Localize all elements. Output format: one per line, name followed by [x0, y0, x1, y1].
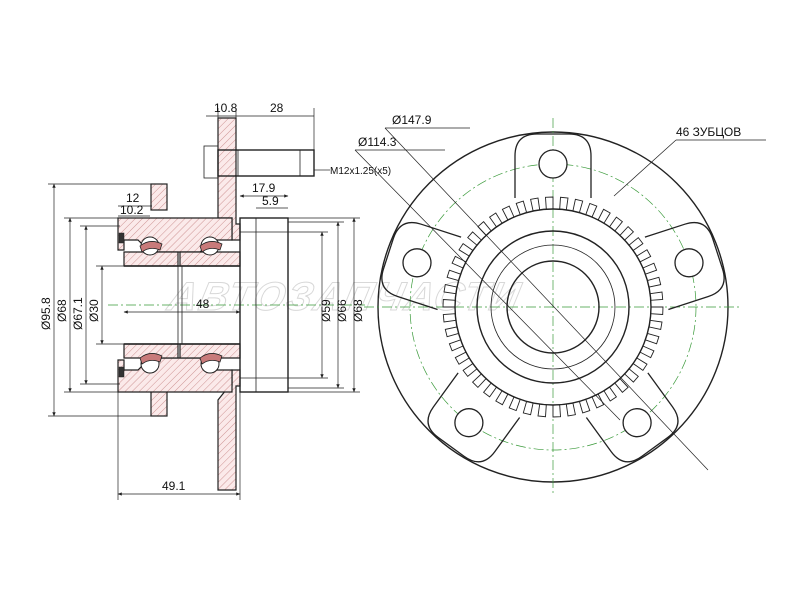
bolt-seat-lower [150, 389, 168, 417]
dim-10-2: 10.2 [120, 203, 144, 217]
tone-ring-tooth [649, 291, 664, 301]
dim-hub-offset: 17.9 [252, 181, 276, 195]
dim-pilot: 5.9 [262, 194, 279, 208]
hub-pilot [239, 217, 289, 393]
bolt-holes [402, 149, 704, 438]
dia-66: Ø66 [335, 299, 349, 322]
hub-pilot-outer [476, 230, 630, 384]
dim-bearing-width: 48 [196, 297, 210, 311]
flange-lobe [644, 221, 725, 311]
dim-12: 12 [126, 191, 140, 205]
teeth-label: 46 ЗУБЦОВ [676, 125, 741, 139]
leader-114-3 [354, 149, 621, 421]
stud-thread-label: M12x1.25(x5) [330, 166, 391, 177]
dia-30: Ø30 [87, 299, 101, 322]
flange-lobes [381, 133, 725, 463]
wheel-stud [203, 145, 219, 179]
dia-114-3: Ø114.3 [358, 135, 397, 149]
tone-ring-tooth [522, 400, 534, 416]
leader-teeth [613, 139, 677, 197]
dim-total-length: 49.1 [162, 479, 186, 493]
tone-ring-tooth [530, 197, 541, 212]
tone-ring-tooth [444, 326, 460, 338]
tone-ring-tooth [565, 402, 576, 417]
cage-lower-left [139, 353, 163, 365]
seal-lower [118, 366, 125, 378]
flange-lobe [427, 372, 521, 463]
tone-ring-tooth [572, 198, 584, 214]
tone-ring-tooth [559, 196, 569, 211]
flange-lobe [381, 221, 462, 311]
bolt-hole [538, 149, 568, 179]
tone-ring-tooth [545, 196, 554, 210]
front-view: Ø147.9 Ø114.3 46 ЗУБЦОВ [354, 113, 766, 496]
bolt-hole [454, 408, 484, 438]
leader-147-9 [384, 127, 709, 471]
flange-lobe [585, 372, 679, 463]
dia-68-left: Ø68 [55, 299, 69, 322]
tone-ring-tooth [650, 306, 664, 315]
cage-lower-right [199, 353, 223, 365]
dia-95-8: Ø95.8 [39, 297, 53, 330]
tone-ring-inner [454, 208, 652, 406]
hub-center-bore [506, 260, 600, 354]
tone-ring-tooth [552, 404, 561, 418]
hub-pilot-ring [490, 244, 616, 370]
tone-ring-tooth [442, 299, 456, 308]
bolt-hole [674, 248, 704, 278]
side-section-view: 10.8 28 M12x1.25(x5) 17.9 5.9 12 10.2 48… [39, 101, 391, 500]
tone-ring-tooth [646, 276, 662, 288]
bolt-seat-upper [150, 183, 168, 211]
dia-67-1: Ø67.1 [71, 297, 85, 330]
bolt-hole [402, 248, 432, 278]
cage-upper-left [139, 241, 163, 253]
tone-ring-tooth [442, 313, 457, 323]
dim-flange-thickness: 10.8 [214, 101, 238, 115]
stud-shank [217, 149, 315, 177]
tone-ring-tooth [648, 319, 663, 330]
bolt-hole [622, 408, 652, 438]
flange-lobe [514, 133, 592, 198]
seal-upper [118, 232, 125, 244]
cage-upper-right [199, 241, 223, 253]
dia-147-9: Ø147.9 [392, 113, 432, 127]
abs-tone-ring [442, 196, 664, 418]
tone-ring-tooth [537, 403, 547, 418]
dim-stud-length: 28 [270, 101, 284, 115]
dia-68-right: Ø68 [351, 299, 365, 322]
dia-59: Ø59 [319, 299, 333, 322]
